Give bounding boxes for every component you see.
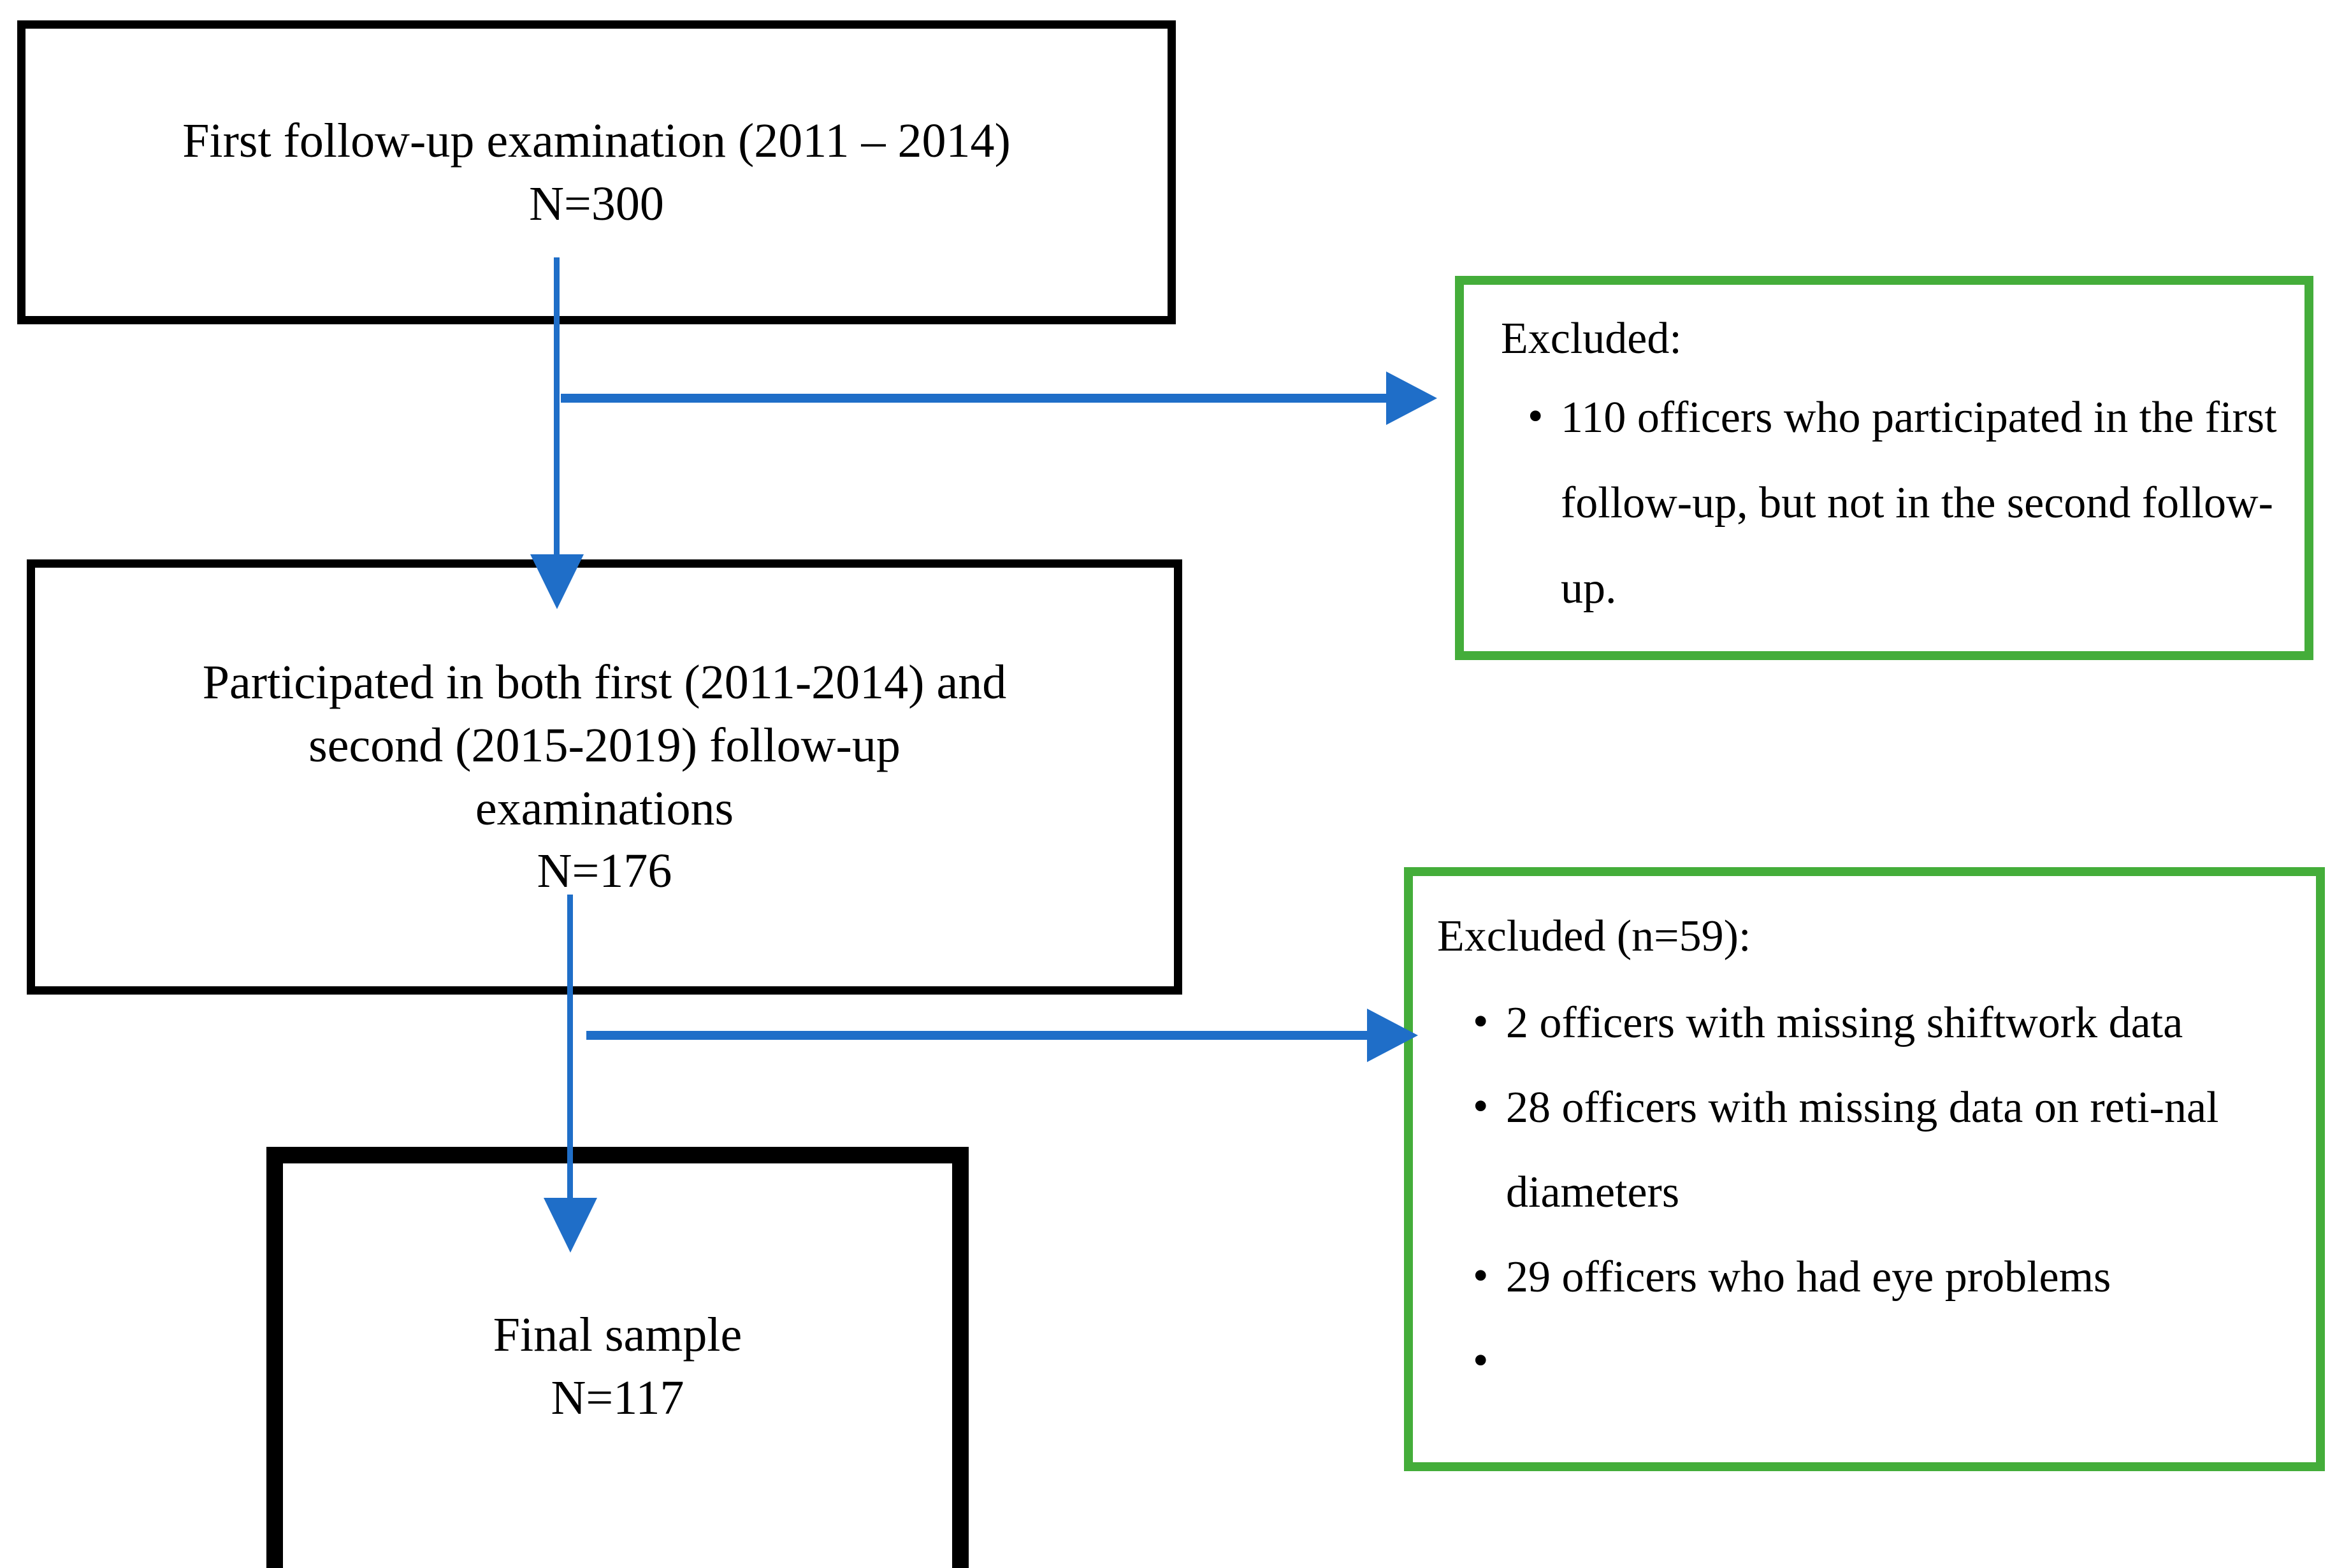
node-both-followups-line4: N=176 — [537, 844, 672, 898]
node-both-followups-line2: second (2015-2019) follow-up — [308, 718, 901, 772]
node-both-followups: Participated in both first (2011-2014) a… — [27, 559, 1182, 995]
node-both-followups-line3: examinations — [475, 781, 734, 835]
node-first-followup: First follow-up examination (2011 – 2014… — [17, 20, 1176, 324]
excluded-first-heading: Excluded: — [1501, 314, 1682, 363]
excluded-box-second-followup: Excluded (n=59): 2 officers with missing… — [1404, 867, 2325, 1471]
connector-both-to-final-line — [567, 895, 573, 1207]
connector-both-to-final-arrowhead — [544, 1198, 597, 1253]
list-item: 28 officers with missing data on reti-na… — [1473, 1064, 2297, 1235]
connector-both-to-excluded-arrowhead — [1367, 1009, 1418, 1062]
excluded-second-list: 2 officers with missing shiftwork data 2… — [1432, 979, 2297, 1404]
connector-first-to-excluded-arrowhead — [1386, 371, 1437, 425]
node-both-followups-line1: Participated in both first (2011-2014) a… — [202, 655, 1007, 709]
connector-first-to-both-arrowhead — [530, 554, 584, 609]
connector-first-to-excluded-line — [561, 394, 1396, 403]
excluded-first-list: 110 officers who participated in the fir… — [1483, 373, 2285, 632]
list-item: 2 officers with missing shiftwork data — [1473, 979, 2297, 1065]
list-item: 110 officers who participated in the fir… — [1528, 373, 2285, 632]
list-item: 29 officers who had eye problems — [1473, 1234, 2297, 1320]
connector-first-to-both-line — [554, 257, 560, 563]
node-final-sample: Final sample N=117 — [266, 1147, 969, 1568]
node-first-followup-line1: First follow-up examination (2011 – 2014… — [182, 113, 1011, 168]
node-first-followup-line2: N=300 — [529, 176, 664, 231]
excluded-second-heading: Excluded (n=59): — [1437, 912, 1751, 961]
connector-both-to-excluded-line — [586, 1031, 1377, 1040]
excluded-box-first-followup: Excluded: 110 officers who participated … — [1455, 276, 2313, 660]
node-final-sample-line1: Final sample — [493, 1308, 742, 1362]
node-final-sample-line2: N=117 — [551, 1371, 684, 1425]
